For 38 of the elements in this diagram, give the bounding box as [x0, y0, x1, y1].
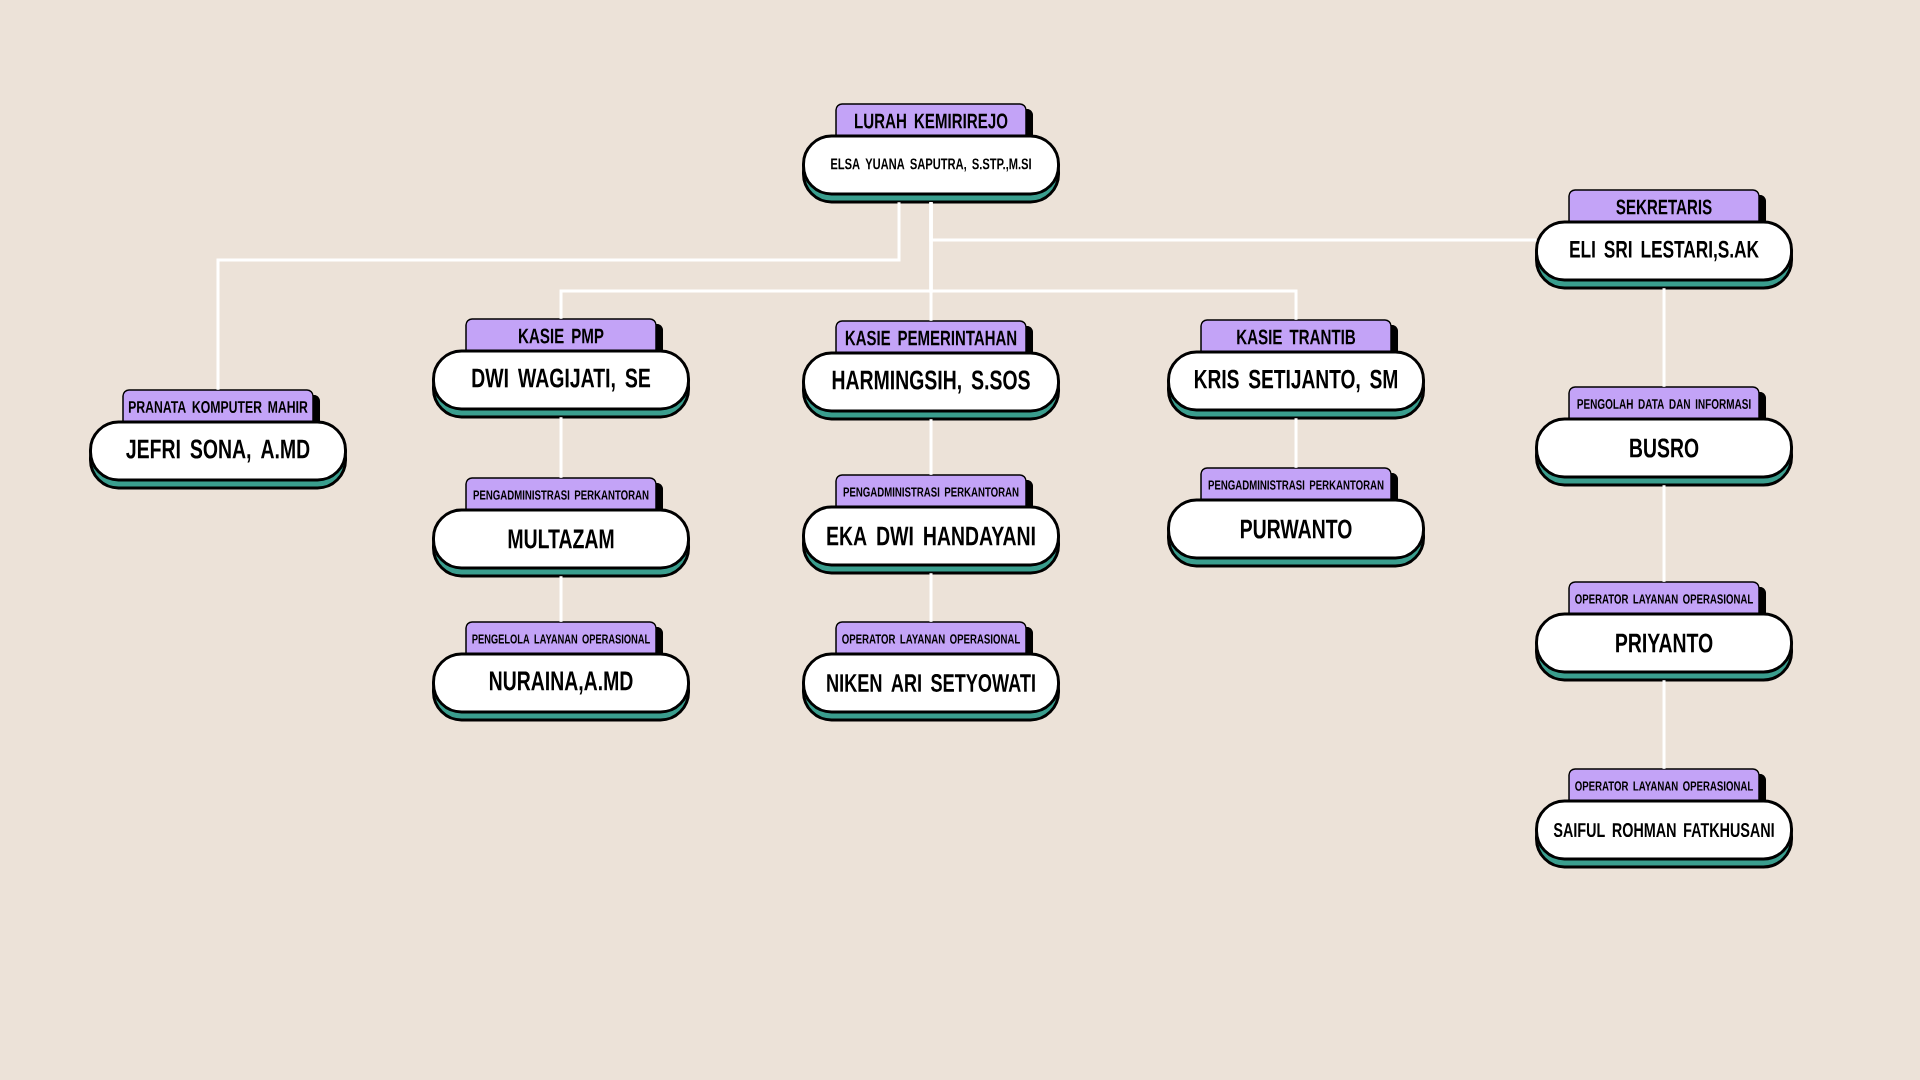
title-card: OPERATOR LAYANAN OPERASIONAL PRIYANTO	[1535, 581, 1793, 682]
title-card: PENGADMINISTRASI PERKANTORAN PURWANTO	[1167, 467, 1425, 568]
node-label: LURAH KEMIRIREJO	[855, 113, 1008, 129]
connector-line	[216, 202, 901, 390]
node-label: PENGADMINISTRASI PERKANTORAN	[473, 490, 649, 500]
node-label: KASIE PMP	[519, 328, 604, 344]
connector-line	[929, 202, 1298, 320]
node-label: PENGADMINISTRASI PERKANTORAN	[843, 487, 1019, 497]
title-card: KASIE PMP DWI WAGIJATI, SE	[432, 318, 690, 419]
node-label: SEKRETARIS	[1616, 199, 1712, 215]
title-card: PENGELOLA LAYANAN OPERASIONAL NURAINA,A.MD	[432, 621, 690, 722]
connector-line	[929, 419, 933, 475]
connector-line	[929, 573, 933, 622]
node-label: PENGADMINISTRASI PERKANTORAN	[1208, 480, 1384, 490]
node-label: PRANATA KOMPUTER MAHIR	[128, 400, 308, 414]
title-card: PENGADMINISTRASI PERKANTORAN MULTAZAM	[432, 477, 690, 578]
node-label: OPERATOR LAYANAN OPERASIONAL	[1575, 594, 1753, 604]
title-card: KASIE TRANTIB KRIS SETIJANTO, SM	[1167, 319, 1425, 420]
title-card: PENGOLAH DATA DAN INFORMASI BUSRO	[1535, 386, 1793, 487]
node-label: PENGELOLA LAYANAN OPERASIONAL	[472, 634, 650, 644]
node-label: KASIE TRANTIB	[1237, 329, 1356, 345]
node-label: KASIE PEMERINTAHAN	[845, 330, 1017, 346]
title-card: OPERATOR LAYANAN OPERASIONAL NIKEN ARI SETYOWATI	[802, 621, 1060, 722]
title-card: KASIE PEMERINTAHAN HARMINGSIH, S.SOS	[802, 320, 1060, 421]
title-card: PENGADMINISTRASI PERKANTORAN EKA DWI HANDAYANI	[802, 474, 1060, 575]
connector-line	[559, 576, 563, 622]
connector-line	[1662, 680, 1666, 769]
node-label: OPERATOR LAYANAN OPERASIONAL	[842, 634, 1020, 644]
connector-line	[1294, 418, 1298, 468]
title-card: OPERATOR LAYANAN OPERASIONAL SAIFUL ROHMAN FATKHUSANI	[1535, 768, 1793, 869]
node-label: OPERATOR LAYANAN OPERASIONAL	[1575, 781, 1753, 791]
title-card: LURAH KEMIRIREJO ELSA YUANA SAPUTRA, S.STP.,M.SI	[802, 103, 1060, 204]
connector-line	[1662, 288, 1666, 387]
title-card: PRANATA KOMPUTER MAHIR JEFRI SONA, A.MD	[89, 389, 347, 490]
connector-line	[559, 417, 563, 478]
connector-line	[1662, 485, 1666, 582]
title-card: SEKRETARIS ELI SRI LESTARI,S.AK	[1535, 189, 1793, 290]
node-label: PENGOLAH DATA DAN INFORMASI	[1577, 399, 1751, 409]
